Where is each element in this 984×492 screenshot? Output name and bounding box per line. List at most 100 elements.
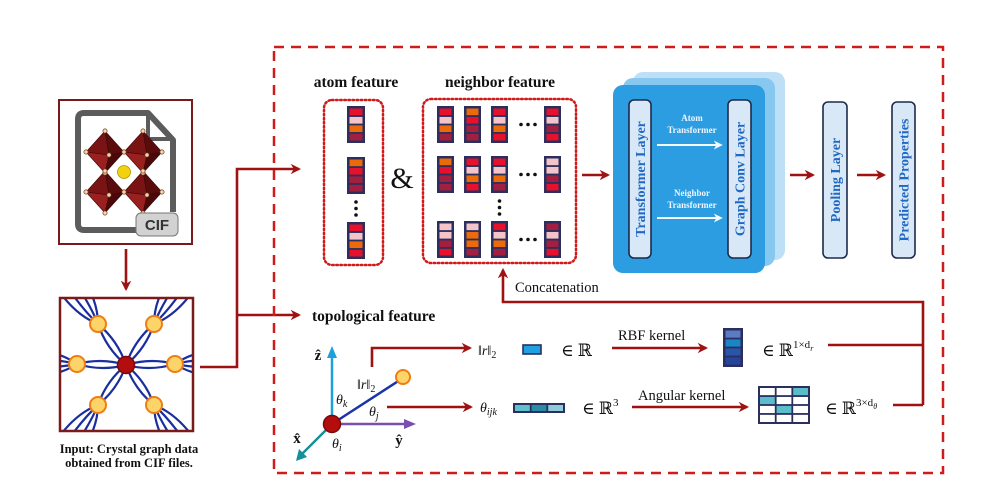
vector-cell (439, 240, 452, 248)
y-axis-label: ŷ (395, 433, 403, 449)
vector-frame (437, 156, 454, 193)
predicted-properties-bar (891, 101, 916, 259)
atom-transformer-label-line1: Atom (681, 113, 703, 123)
central-atom-node (116, 355, 136, 375)
vector-cell (439, 125, 452, 133)
vector-cell (725, 339, 741, 347)
vector-cell (349, 108, 363, 116)
theta-k-label: θk (336, 393, 348, 410)
ellipsis-dot (497, 205, 502, 210)
horizontal-ellipsis (519, 122, 537, 127)
anion-dot (144, 192, 150, 198)
ellipsis-dot (354, 200, 358, 204)
neighbor-atom-node (166, 355, 184, 373)
graph-conv-layer-label: Graph Conv Layer (733, 122, 748, 236)
anion-dot (106, 192, 112, 198)
vector-cell (349, 116, 363, 124)
ellipsis-dot (519, 237, 523, 242)
vector-cell (466, 231, 479, 239)
neighbor-feature-vector (437, 156, 454, 193)
angle-label: θijk (480, 401, 497, 418)
model-frame (272, 45, 945, 475)
vector-frame (544, 156, 561, 193)
vector-cell (725, 357, 741, 365)
grid-cell (776, 414, 792, 422)
vector-cell (349, 241, 363, 249)
ellipsis-dot (526, 172, 530, 177)
central-atom (322, 414, 342, 434)
vector-cell (546, 231, 559, 239)
neighbor-feature-vector (437, 221, 454, 258)
neighbor-feature-vector (491, 221, 508, 258)
angular-kernel-label: Angular kernel (638, 388, 725, 404)
vector-cell (546, 166, 559, 174)
vector-cell (466, 125, 479, 133)
anion-dot (102, 128, 108, 134)
neighbor-feature-vector (491, 156, 508, 193)
vector-frame (491, 106, 508, 143)
vector-cell (466, 133, 479, 141)
angle-space: ∈ ℝ3 (582, 397, 619, 418)
neighbor-transformer-label-line2: Transformer (667, 200, 716, 210)
connector-graph-branch (200, 163, 302, 369)
neighbor-feature-vector (544, 156, 561, 193)
vector-cell (349, 159, 363, 167)
grid-cell (776, 396, 792, 405)
vector-cell (725, 330, 741, 338)
grid-cell (793, 414, 808, 422)
neighbor-feature-title: neighbor feature (445, 74, 555, 91)
input-caption-line1: Input: Crystal graph data (60, 442, 199, 456)
neighbor-bond (331, 376, 404, 426)
vector-cell (548, 405, 563, 411)
arrow-bond-to-distance (370, 342, 473, 367)
vector-cell (493, 116, 506, 124)
anion-dot (159, 149, 165, 155)
anion-dot (140, 128, 146, 134)
vector-cell (349, 167, 363, 175)
vector-cell (493, 166, 506, 174)
grid-cell (760, 388, 775, 396)
vector-cell (466, 223, 479, 231)
vector-cell (546, 223, 559, 231)
anion-dot (102, 210, 108, 216)
predicted-properties-label: Predicted Properties (897, 118, 912, 241)
vector-cell (493, 231, 506, 239)
ellipsis-dot (533, 237, 537, 242)
x-axis-arrowhead (296, 449, 307, 461)
rbf-vector (723, 328, 743, 367)
atom-feature-box (322, 98, 385, 267)
vector-cell (493, 175, 506, 183)
cif-badge (135, 212, 179, 237)
vector-cell (493, 183, 506, 191)
vector-frame (491, 221, 508, 258)
vector-cell (493, 240, 506, 248)
vector-cell (349, 133, 363, 141)
vector-cell (439, 223, 452, 231)
vector-cell (439, 166, 452, 174)
vector-frame (437, 106, 454, 143)
cif-badge-label: CIF (145, 217, 169, 234)
anion-dot (121, 149, 127, 155)
ellipsis-dot (497, 199, 502, 203)
distance-scalar (522, 344, 542, 355)
a-site-cation (117, 165, 131, 179)
anion-dot (106, 152, 112, 158)
grid-cell (793, 396, 808, 405)
graph-conv-layer-bar (727, 99, 752, 259)
vector-frame (464, 106, 481, 143)
vector-cell (546, 108, 559, 116)
atom-transformer-label-line2: Transformer (667, 125, 716, 135)
ellipsis-dot (526, 122, 530, 127)
anion-dot (159, 189, 165, 195)
vector-cell (439, 116, 452, 124)
anion-dot (140, 168, 146, 174)
vector-cell (531, 405, 547, 411)
theta-j-label: θj (369, 405, 379, 422)
neighbor-feature-vector (544, 106, 561, 143)
octahedron (123, 170, 163, 215)
atom-feature-vector (347, 157, 365, 194)
vector-cell (439, 183, 452, 191)
crystal-structure-icon (83, 128, 165, 216)
vector-cell (546, 248, 559, 256)
concatenation-label: Concatenation (515, 280, 600, 296)
